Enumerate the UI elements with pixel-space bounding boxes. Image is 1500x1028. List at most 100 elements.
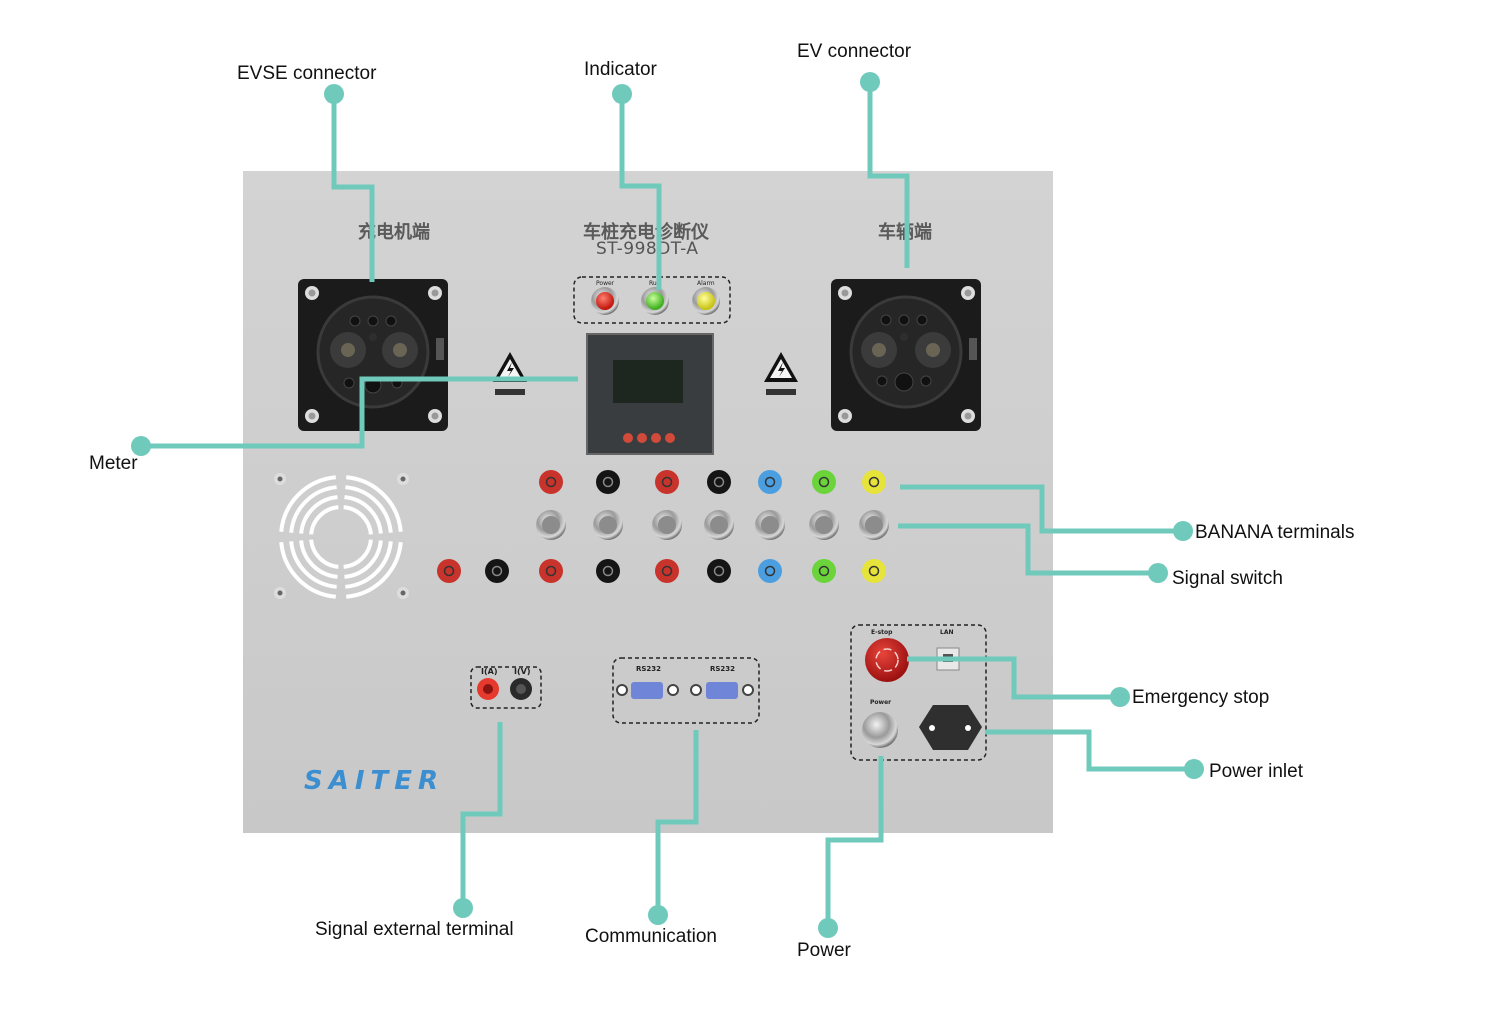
switch-face [658, 516, 676, 534]
callout-dot-icon [1110, 687, 1130, 707]
high-voltage-warning-icon [764, 352, 798, 395]
banana-terminals [437, 470, 889, 583]
banana-terminal-icon [758, 470, 782, 494]
banana-terminal-icon [812, 470, 836, 494]
callout-emergency-stop: Emergency stop [1132, 687, 1270, 708]
meter [586, 333, 714, 455]
run-led-icon [646, 292, 664, 310]
power-inlet-icon [919, 705, 982, 750]
rs232-label: RS232 [710, 665, 735, 673]
fan-arc [299, 495, 338, 534]
banana-terminal-icon [707, 470, 731, 494]
power-button-label: Power [870, 699, 891, 706]
callout-signal-switch: Signal switch [1172, 568, 1283, 589]
fan-arc [343, 505, 373, 535]
banana-terminal-icon [485, 559, 509, 583]
terminal-hole [545, 565, 557, 577]
rs232-port-icon [631, 682, 663, 699]
leader-line-sigext [460, 722, 503, 908]
callout-dot-icon [131, 436, 151, 456]
leader-line-estop [907, 656, 1120, 700]
leader-line-comm [655, 730, 699, 915]
terminal-hole [545, 476, 557, 488]
terminal-hole [818, 565, 830, 577]
banana-terminal-icon [596, 470, 620, 494]
fan-arc [344, 495, 383, 534]
fan-arc [299, 540, 338, 579]
fan-arc [345, 485, 393, 533]
callout-meter: Meter [89, 453, 138, 474]
callout-signal-external-terminal: Signal external terminal [315, 919, 514, 940]
terminal-hole [443, 565, 455, 577]
callout-dot-icon [860, 72, 880, 92]
signal-external-terminal [470, 666, 542, 709]
banana-terminal-icon [539, 470, 563, 494]
fan-arc [279, 475, 336, 532]
ia-label: I(A) [481, 667, 497, 676]
lan-label: LAN [940, 629, 954, 636]
switch-face [599, 516, 617, 534]
ev-connector [831, 279, 981, 431]
switch-face [542, 516, 560, 534]
callout-communication: Communication [585, 926, 717, 947]
terminal-hole [602, 565, 614, 577]
fan-arc [289, 541, 337, 589]
fan-arc [309, 505, 339, 535]
terminal-hole [713, 565, 725, 577]
banana-terminal-icon [596, 559, 620, 583]
power-led-icon [596, 292, 614, 310]
callout-dot-icon [612, 84, 632, 104]
iv-label: I(V) [514, 667, 530, 676]
terminal-hole [764, 476, 776, 488]
communication-ports [612, 657, 760, 724]
terminal-hole [868, 476, 880, 488]
leader-line-power [825, 756, 884, 928]
leader-line-indicator [619, 94, 662, 290]
banana-terminal-icon [812, 559, 836, 583]
callout-dot-icon [648, 905, 668, 925]
callout-evse-connector: EVSE connector [237, 63, 377, 84]
indicator-label: Power [596, 280, 615, 287]
banana-terminal-icon [655, 559, 679, 583]
control-group [850, 624, 987, 761]
callout-power-inlet: Power inlet [1209, 761, 1303, 782]
callout-dot-icon [324, 84, 344, 104]
indicator-label: Alarm [697, 280, 715, 287]
fan-arc [279, 542, 336, 599]
leader-line-inlet [985, 729, 1194, 772]
indicator-label: Run [649, 280, 661, 287]
rs232-port-icon [706, 682, 738, 699]
evse-side-label: 充电机端 [358, 222, 430, 243]
fan-arc [346, 475, 403, 532]
leader-line-banana [900, 484, 1183, 534]
banana-terminal-icon [539, 559, 563, 583]
callout-dot-icon [1173, 521, 1193, 541]
banana-terminal-icon [758, 559, 782, 583]
product-model: ST-998DT-A [596, 239, 699, 259]
switch-face [815, 516, 833, 534]
terminal-hole [661, 565, 673, 577]
switch-face [710, 516, 728, 534]
leader-line-meter [141, 376, 578, 449]
fan-arc [289, 485, 337, 533]
callout-power: Power [797, 940, 851, 961]
switch-face [865, 516, 883, 534]
callout-dot-icon [453, 898, 473, 918]
alarm-led-icon [697, 292, 715, 310]
fan-arc [346, 542, 403, 599]
callout-banana-terminals: BANANA terminals [1195, 522, 1355, 543]
leader-lines [131, 72, 1204, 938]
banana-terminal-icon [437, 559, 461, 583]
evse-connector [298, 279, 448, 431]
emergency-stop-button-icon [865, 638, 909, 682]
fan-arc [345, 541, 393, 589]
terminal-hole [661, 476, 673, 488]
fan-arcs [279, 475, 403, 599]
leader-line-ev [867, 82, 910, 268]
fan-arc [343, 539, 373, 569]
rs232-label: RS232 [636, 665, 661, 673]
leader-line-switch [898, 523, 1158, 576]
high-voltage-warning-icon [493, 352, 527, 395]
